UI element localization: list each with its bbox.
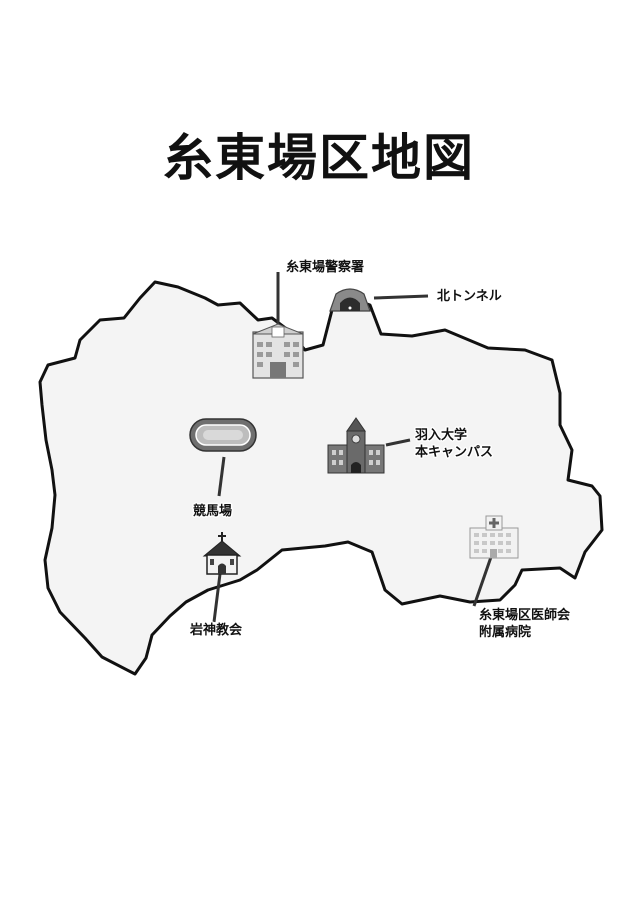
church-leader-line (212, 573, 222, 623)
hospital-label: 糸東場区医師会 附属病院 (479, 607, 570, 641)
hospital-label-line1: 糸東場区医師会 (479, 608, 571, 623)
tunnel-leader-line (373, 294, 429, 300)
tunnel-icon (329, 288, 371, 312)
university-label-line2: 本キャンパス (415, 445, 494, 460)
police-label: 糸東場警察署 (286, 259, 364, 276)
university-label-line1: 羽入大学 (415, 428, 468, 443)
racecourse-label: 競馬場 (193, 503, 232, 520)
racetrack-icon (189, 418, 257, 452)
tunnel-label-text: 北トンネル (437, 289, 502, 304)
university-clock-tower-icon (327, 417, 385, 474)
university-label: 羽入大学 本キャンパス (415, 427, 493, 461)
hospital-icon (469, 515, 519, 559)
church-icon (202, 532, 242, 575)
church-label-text: 岩神教会 (190, 623, 243, 638)
racecourse-leader-line (217, 456, 226, 497)
hospital-leader-line (472, 556, 493, 607)
racecourse-label-text: 競馬場 (193, 504, 233, 519)
university-leader-line (385, 438, 411, 447)
hospital-label-line2: 附属病院 (479, 625, 532, 640)
tunnel-label: 北トンネル (437, 288, 502, 305)
church-label: 岩神教会 (190, 622, 242, 639)
map-title: 糸東場区地図 (163, 129, 475, 187)
police-label-text: 糸東場警察署 (286, 260, 365, 275)
police-station-icon (252, 323, 304, 379)
